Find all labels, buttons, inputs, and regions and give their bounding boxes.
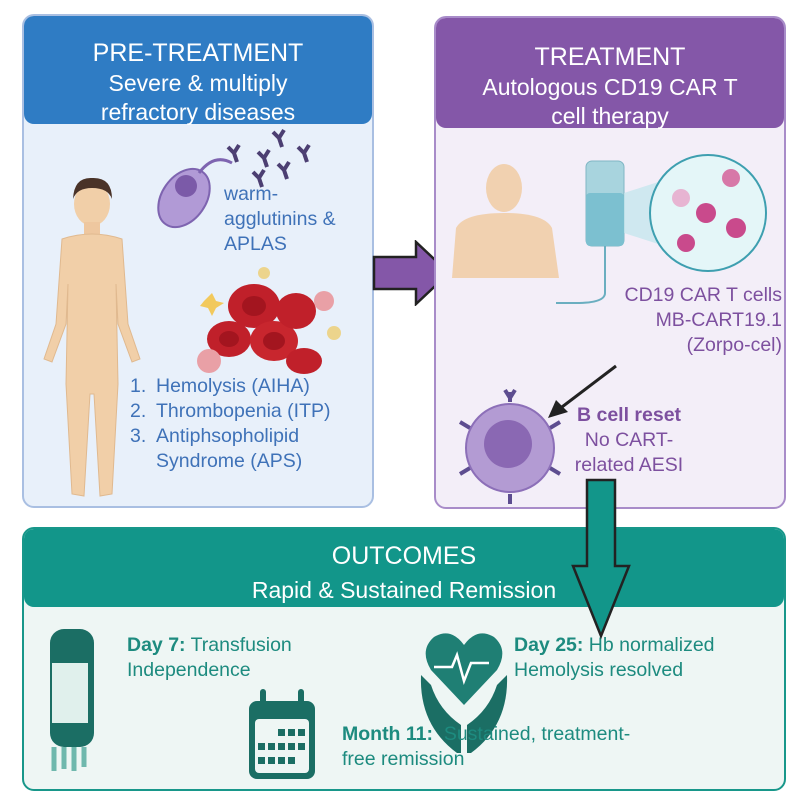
pre-treatment-subtitle-1: Severe & multiply xyxy=(108,70,288,96)
pre-treatment-subtitle-2: refractory diseases xyxy=(100,99,296,125)
treatment-title: TREATMENT xyxy=(534,43,686,71)
down-arrow-icon xyxy=(571,478,631,640)
antibody-label: warm- agglutinins & APLAS xyxy=(224,183,336,255)
pointer-arrow-icon xyxy=(548,364,617,418)
patient-torso-icon xyxy=(452,164,559,278)
iv-bag-icon xyxy=(556,154,767,304)
disease-item: 2.Thrombopenia (ITP) xyxy=(130,400,331,422)
treatment-panel: TREATMENT Autologous CD19 CAR T cell the… xyxy=(434,16,786,509)
treatment-subtitle-2: cell therapy xyxy=(551,103,669,129)
pre-treatment-panel: PRE-TREATMENT Severe & multiply refracto… xyxy=(22,14,374,508)
car-t-product-label: CD19 CAR T cells MB-CART19.1 (Zorpo-cel) xyxy=(624,284,783,356)
red-blood-cells-icon xyxy=(197,267,341,374)
outcomes-panel: OUTCOMES Rapid & Sustained Remission Day… xyxy=(22,527,786,791)
heart-hands-icon xyxy=(420,633,508,753)
outcome-month11: Month 11: Sustained, treatment- free rem… xyxy=(342,723,631,770)
pre-treatment-header: PRE-TREATMENT Severe & multiply refracto… xyxy=(24,16,372,125)
outcomes-title: OUTCOMES xyxy=(331,542,477,570)
disease-list: 1.Hemolysis (AIHA) 2.Thrombopenia (ITP) … xyxy=(130,375,331,472)
disease-item: 3.Antiphsopholipid xyxy=(130,425,300,447)
treatment-subtitle-1: Autologous CD19 CAR T xyxy=(482,74,738,100)
calendar-icon xyxy=(249,689,315,779)
plasma-cell-icon xyxy=(157,128,311,229)
blood-bag-icon xyxy=(50,629,94,771)
outcome-day7: Day 7: Transfusion Independence xyxy=(127,634,292,681)
b-cell-icon xyxy=(458,388,562,504)
outcomes-header: OUTCOMES Rapid & Sustained Remission xyxy=(24,529,784,607)
patient-figure-icon xyxy=(43,177,141,497)
right-arrow-icon xyxy=(372,240,451,306)
treatment-header: TREATMENT Autologous CD19 CAR T cell the… xyxy=(436,18,784,129)
disease-item: 1.Hemolysis (AIHA) xyxy=(130,375,310,397)
b-cell-reset-text: B cell reset No CART- related AESI xyxy=(574,404,684,476)
pre-treatment-title: PRE-TREATMENT xyxy=(92,39,304,67)
outcome-day25: Day 25: Hb normalized Hemolysis resolved xyxy=(514,634,715,681)
outcomes-subtitle: Rapid & Sustained Remission xyxy=(251,577,557,603)
